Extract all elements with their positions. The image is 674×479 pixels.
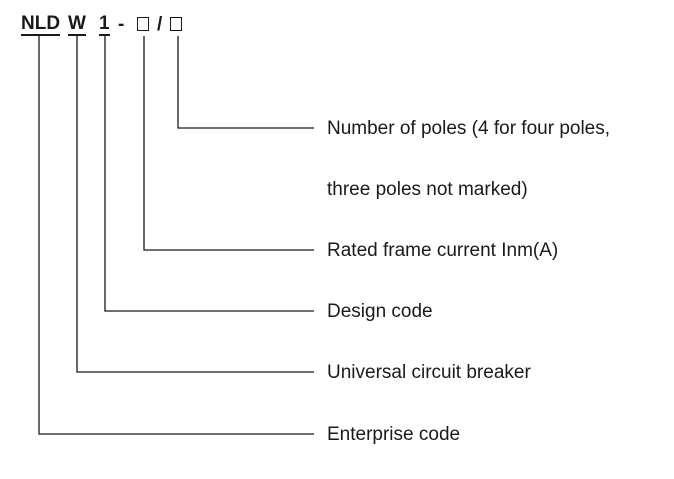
placeholder-box-current	[137, 17, 149, 31]
label-design-code: Design code	[327, 301, 433, 322]
connector-universal-breaker	[76, 36, 314, 373]
label-universal-breaker: Universal circuit breaker	[327, 362, 531, 383]
code-design-number: 1	[99, 13, 110, 36]
connector-enterprise-code	[38, 36, 314, 435]
label-rated-current: Rated frame current Inm(A)	[327, 240, 559, 261]
code-slash: /	[157, 14, 163, 35]
label-poles-line2: three poles not marked)	[327, 179, 528, 200]
connector-poles	[177, 36, 314, 129]
code-prefix-nld: NLD	[21, 13, 61, 36]
code-series-w: W	[68, 13, 86, 36]
code-separator: -	[118, 14, 125, 35]
placeholder-box-poles	[170, 17, 182, 31]
label-poles-line1: Number of poles (4 for four poles,	[327, 118, 611, 139]
connector-rated-current	[143, 36, 314, 251]
label-enterprise-code: Enterprise code	[327, 424, 461, 445]
connector-design-code	[104, 36, 314, 312]
